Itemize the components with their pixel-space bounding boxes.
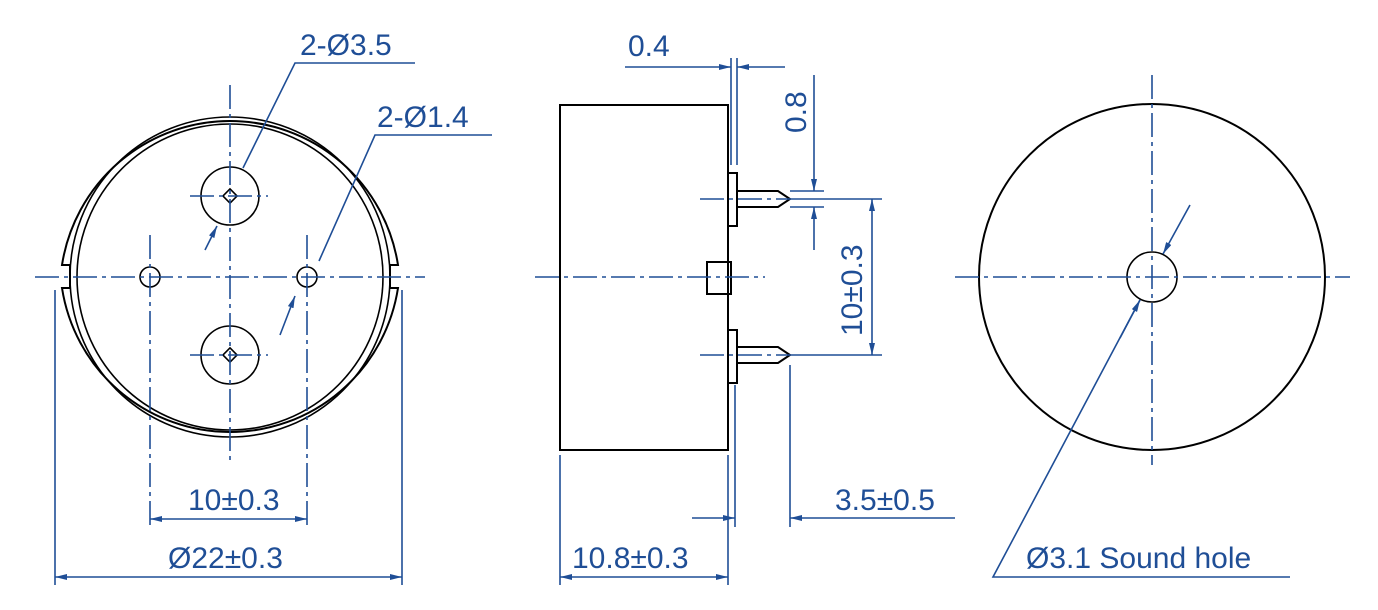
leader-small-holes-arrow bbox=[279, 295, 296, 336]
label-lead-width: 0.8 bbox=[780, 91, 813, 133]
label-sound-hole: Ø3.1 Sound hole bbox=[1026, 542, 1251, 575]
leader-sound-hole-arrow bbox=[1162, 204, 1191, 255]
terminal-plate-bottom bbox=[727, 329, 738, 384]
label-height: 10.8±0.3 bbox=[572, 542, 689, 575]
label-small-holes: 2-Ø1.4 bbox=[377, 101, 469, 134]
center-boss bbox=[706, 261, 732, 295]
leader-small-holes bbox=[318, 134, 492, 262]
label-lead-length: 3.5±0.5 bbox=[835, 484, 935, 517]
front-body-outline bbox=[60, 120, 400, 433]
pin-square-bottom bbox=[221, 346, 239, 364]
pin-square-top bbox=[221, 187, 239, 205]
label-diameter: Ø22±0.3 bbox=[168, 542, 283, 575]
front-view: 2-Ø3.5 2-Ø1.4 10±0.3 Ø22±0.3 bbox=[35, 29, 492, 585]
side-view: 0.4 0.8 10±0.3 3.5±0.5 10.8±0.3 bbox=[535, 30, 955, 585]
terminal-plate-top bbox=[727, 172, 738, 227]
label-lead-thickness: 0.4 bbox=[628, 30, 670, 63]
back-view: Ø3.1 Sound hole bbox=[955, 75, 1350, 578]
leader-sound-hole-head bbox=[1119, 299, 1141, 339]
label-pin-spacing: 10±0.3 bbox=[836, 244, 869, 336]
label-pin-holes: 2-Ø3.5 bbox=[300, 29, 392, 62]
leader-pin-holes bbox=[242, 62, 415, 169]
label-hole-spacing: 10±0.3 bbox=[188, 484, 280, 517]
leader-sound-hole bbox=[991, 299, 1290, 578]
leader-pin-holes-arrow bbox=[204, 225, 218, 251]
